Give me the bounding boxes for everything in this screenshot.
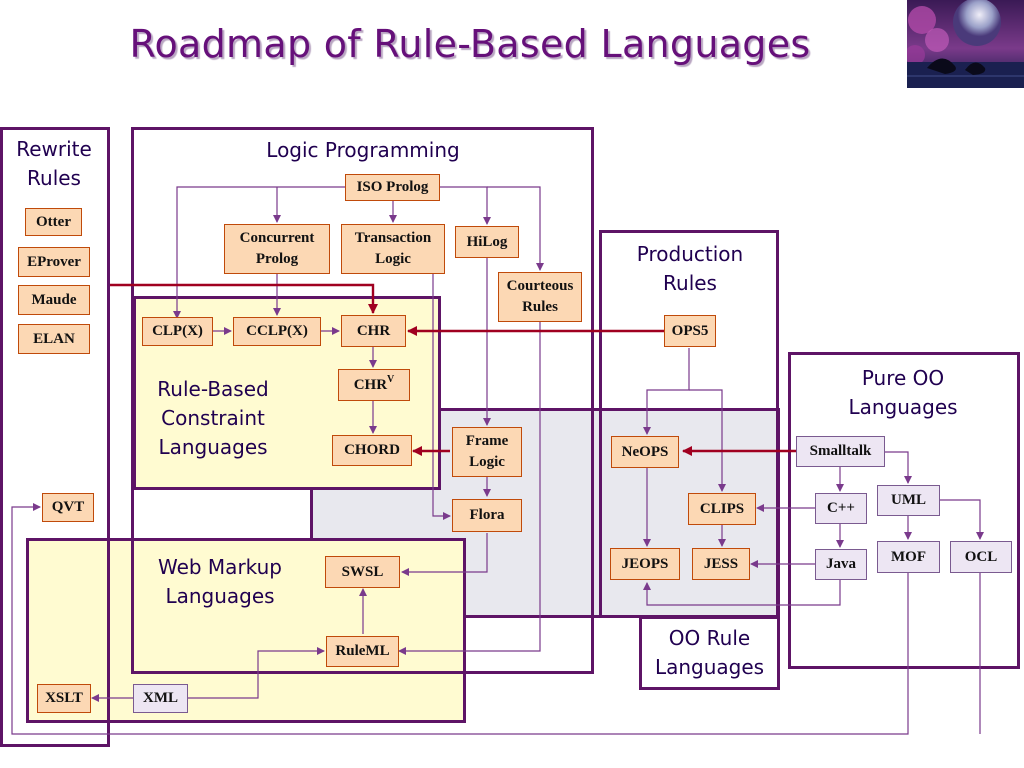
node-ruleml[interactable]: RuleML <box>326 636 399 667</box>
node-chr[interactable]: CHR <box>341 315 406 347</box>
connector-flora-swsl <box>401 533 488 576</box>
node-otter[interactable]: Otter <box>25 208 82 236</box>
node-elan[interactable]: ELAN <box>18 324 90 354</box>
node-ops5[interactable]: OPS5 <box>664 315 716 347</box>
node-neops[interactable]: NeOPS <box>611 436 679 468</box>
connector-uml-ocl <box>940 499 984 540</box>
node-courteous-rules[interactable]: Courteous Rules <box>498 272 582 322</box>
slide-title: Roadmap of Rule-Based Languages <box>129 22 811 66</box>
logic-programming-region <box>131 127 594 674</box>
node-concurrent-prolog[interactable]: Concurrent Prolog <box>224 224 330 274</box>
web-markup-label: Web Markup Languages <box>157 555 283 608</box>
connector-smalltalk-uml <box>885 451 912 484</box>
node-flora[interactable]: Flora <box>452 499 522 532</box>
connector-java-jeops <box>643 580 841 606</box>
connector-ops5-clips <box>689 389 726 492</box>
node-cpp[interactable]: C++ <box>815 493 867 524</box>
connector-xml-ruleml <box>188 647 325 699</box>
connector-transaction-flora <box>430 271 451 520</box>
node-jeops[interactable]: JEOPS <box>610 548 680 580</box>
node-chrv-superscript: V <box>387 374 395 385</box>
node-cclpx[interactable]: CCLP(X) <box>233 317 321 346</box>
connector-ops5-neops <box>643 348 690 435</box>
connector-iso-clpx <box>173 186 345 319</box>
connector-iso-hilog <box>440 186 491 225</box>
node-swsl[interactable]: SWSL <box>325 556 400 588</box>
node-eprover[interactable]: EProver <box>18 247 90 277</box>
connector-iso-courteous <box>487 186 544 271</box>
oo-rule-label-box <box>639 616 780 690</box>
node-transaction-logic[interactable]: Transaction Logic <box>341 224 445 274</box>
node-iso-prolog[interactable]: ISO Prolog <box>345 174 440 201</box>
decorative-night-photo <box>907 0 1024 88</box>
oo-rule-label: OO Rule Languages <box>654 626 765 679</box>
node-smalltalk[interactable]: Smalltalk <box>796 436 885 467</box>
node-frame-logic[interactable]: Frame Logic <box>452 427 522 477</box>
node-uml[interactable]: UML <box>877 485 940 516</box>
node-jess[interactable]: JESS <box>692 548 750 580</box>
rewrite-rules-region <box>0 127 110 747</box>
node-clips[interactable]: CLIPS <box>688 493 756 525</box>
pure-oo-region <box>788 352 1020 669</box>
node-clpx[interactable]: CLP(X) <box>142 317 213 346</box>
node-chord[interactable]: CHORD <box>332 435 412 466</box>
node-java[interactable]: Java <box>815 549 867 580</box>
connector-courteous-ruleml <box>398 322 541 655</box>
node-qvt[interactable]: QVT <box>42 493 94 522</box>
connector-mof-qvt <box>11 503 909 735</box>
pure-oo-label: Pure OO Languages <box>848 366 958 419</box>
logic-programming-label: Logic Programming <box>266 138 460 162</box>
node-chrv-label: CHR <box>353 376 388 393</box>
node-hilog[interactable]: HiLog <box>455 226 519 258</box>
node-ocl[interactable]: OCL <box>950 541 1012 573</box>
node-mof[interactable]: MOF <box>877 541 940 573</box>
node-maude[interactable]: Maude <box>18 285 90 315</box>
node-xml[interactable]: XML <box>133 684 188 713</box>
production-rules-label: Production Rules <box>636 242 744 295</box>
rule-based-constraint-label: Rule-Based Constraint Languages <box>157 377 269 459</box>
node-xslt[interactable]: XSLT <box>37 684 91 713</box>
rewrite-rules-label: Rewrite Rules <box>16 137 92 190</box>
highlight-rewrite-chr <box>110 283 378 314</box>
